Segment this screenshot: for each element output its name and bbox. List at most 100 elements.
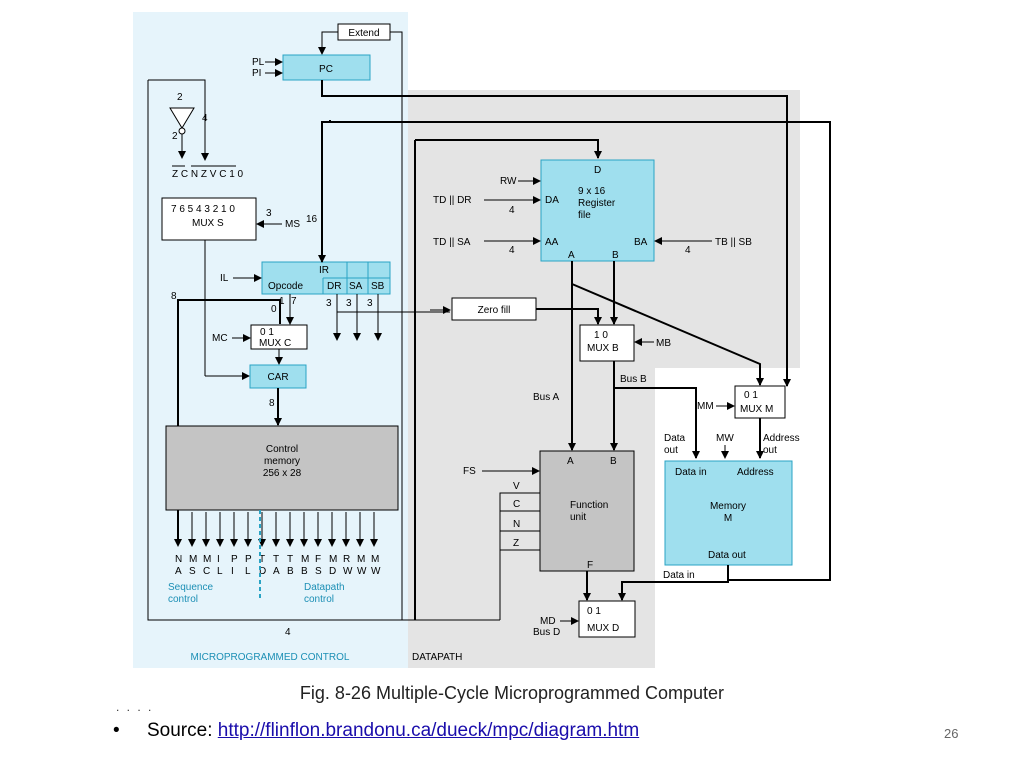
tb-sb-label: TB || SB: [715, 237, 752, 248]
cm-line3: 256 x 28: [263, 468, 302, 479]
data-in-label: Data in: [663, 570, 695, 581]
control-output-label-top: M: [189, 554, 197, 565]
dp-label-2: control: [304, 594, 334, 605]
control-output-label-bottom: W: [371, 566, 381, 577]
mm-label: MM: [697, 401, 714, 412]
ms-label: MS: [285, 219, 300, 230]
width-3b: 3: [346, 298, 352, 309]
control-output-label-top: M: [203, 554, 211, 565]
width-3-ms: 3: [266, 208, 272, 219]
control-output-label-top: M: [371, 554, 379, 565]
td-sa-label: TD || SA: [433, 237, 471, 248]
width-2b: 2: [172, 131, 178, 142]
mem-address: Address: [737, 467, 774, 478]
control-output-label-bottom: B: [301, 566, 308, 577]
mb-label: MB: [656, 338, 671, 349]
mux-c-label: MUX C: [259, 338, 291, 349]
width-8a: 8: [171, 291, 177, 302]
cond-flags: Z C N Z V C 1 0: [172, 169, 244, 180]
addr-out-1: Address: [763, 433, 800, 444]
page-number: 26: [944, 726, 959, 741]
width-1: 1: [279, 296, 285, 307]
il-label: IL: [220, 273, 229, 284]
reg-line1: 9 x 16: [578, 186, 606, 197]
mc-label: MC: [212, 333, 228, 344]
source-line: •Source: http://flinflon.brandonu.ca/due…: [113, 720, 639, 742]
width-4b: 4: [285, 627, 291, 638]
addr-out-2: out: [763, 445, 777, 456]
control-output-label-top: T: [273, 554, 279, 565]
seq-label-1: Sequence: [168, 582, 213, 593]
control-output-label-top: T: [259, 554, 265, 565]
control-output-label-bottom: I: [231, 566, 234, 577]
width-4d: 4: [509, 245, 515, 256]
mux-s: [161, 197, 257, 241]
control-output-label-bottom: W: [357, 566, 367, 577]
bus-d-label: Bus D: [533, 627, 560, 638]
control-output-label-bottom: D: [329, 566, 336, 577]
width-7: 7: [291, 296, 297, 307]
control-output-label-top: M: [357, 554, 365, 565]
reg-d: D: [594, 165, 601, 176]
bus-a-label: Bus A: [533, 392, 559, 403]
reg-a: A: [568, 250, 575, 261]
extend-label: Extend: [348, 28, 379, 39]
flag-c: C: [513, 499, 520, 510]
reg-aa: AA: [545, 237, 559, 248]
control-output-label-bottom: W: [343, 566, 353, 577]
mux-c-inputs: 0 1: [260, 327, 274, 338]
source-link[interactable]: http://flinflon.brandonu.ca/dueck/mpc/di…: [217, 720, 640, 741]
reg-line3: file: [578, 210, 591, 221]
fu-b: B: [610, 456, 617, 467]
mem-line2: M: [724, 513, 732, 524]
control-output-label-bottom: A: [273, 566, 280, 577]
figure-caption: Fig. 8-26 Multiple-Cycle Microprogrammed…: [299, 683, 725, 703]
control-memory: [165, 425, 399, 511]
mux-b: [579, 324, 635, 362]
pl-label: PL: [252, 57, 265, 68]
mem-data-out: Data out: [708, 550, 746, 561]
dp-label-1: Datapath: [304, 582, 345, 593]
reg-da: DA: [545, 195, 559, 206]
mux-b-label: MUX B: [587, 343, 619, 354]
control-output-label-top: F: [315, 554, 321, 565]
fu-line1: Function: [570, 500, 608, 511]
width-4a: 4: [202, 113, 208, 124]
sb-label: SB: [371, 281, 385, 292]
ir-label: IR: [319, 265, 329, 276]
register-file: [540, 159, 655, 262]
mux-d-label: MUX D: [587, 623, 619, 634]
opcode-label: Opcode: [268, 281, 303, 292]
mux-m-inputs: 0 1: [744, 390, 758, 401]
control-output-label-top: I: [217, 554, 220, 565]
width-3a: 3: [326, 298, 332, 309]
mem-data-in: Data in: [675, 467, 707, 478]
control-output-label-bottom: L: [245, 566, 251, 577]
control-output-label-bottom: D: [259, 566, 266, 577]
zero-fill-label: Zero fill: [478, 305, 511, 316]
mux-s-label: MUX S: [192, 218, 224, 229]
flag-v: V: [513, 481, 520, 492]
control-output-label-top: T: [287, 554, 293, 565]
width-2a: 2: [177, 92, 183, 103]
sa-label: SA: [349, 281, 363, 292]
width-4e: 4: [685, 245, 691, 256]
flag-n: N: [513, 519, 520, 530]
control-region-label: MICROPROGRAMMED CONTROL: [191, 652, 350, 663]
width-4c: 4: [509, 205, 515, 216]
memory-m: [664, 460, 793, 566]
fs-label: FS: [463, 466, 476, 477]
reg-ba: BA: [634, 237, 648, 248]
flag-z: Z: [513, 538, 519, 549]
control-output-label-bottom: C: [203, 566, 210, 577]
md-label: MD: [540, 616, 556, 627]
width-0: 0: [271, 304, 277, 315]
control-output-label-bottom: A: [175, 566, 182, 577]
mux-m-label: MUX M: [740, 404, 773, 415]
source-prefix: Source:: [147, 720, 218, 741]
width-8b: 8: [269, 398, 275, 409]
width-16: 16: [306, 214, 318, 225]
control-output-label-top: M: [329, 554, 337, 565]
fu-a: A: [567, 456, 574, 467]
